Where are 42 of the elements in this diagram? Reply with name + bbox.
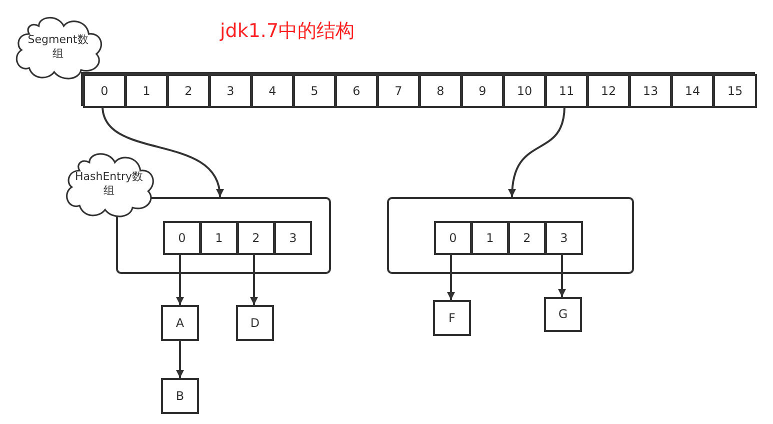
array-cell: 3 (209, 74, 252, 108)
array-cell: 0 (83, 74, 126, 108)
node-text: Segment数组 (26, 33, 90, 61)
arrow (447, 253, 455, 300)
arrow (176, 341, 184, 378)
array-cell: 6 (335, 74, 378, 108)
array-cell: 3 (545, 221, 583, 255)
array-cell: 3 (274, 221, 312, 255)
arrow (250, 253, 258, 305)
arrow (176, 253, 184, 305)
array-cell: 0 (434, 221, 472, 255)
arrow (558, 253, 566, 297)
array-cell: 8 (419, 74, 462, 108)
array-cell: 10 (503, 74, 546, 108)
container-box (387, 197, 634, 274)
arrow (102, 106, 223, 198)
array-cell: 13 (629, 74, 672, 108)
array-cell: 11 (545, 74, 588, 108)
arrow (508, 106, 566, 198)
entry-box: G (544, 297, 582, 332)
node-text: HashEntry数组 (74, 170, 144, 198)
array-cell: 1 (125, 74, 168, 108)
array-cell: 15 (713, 74, 757, 108)
array-cell: 2 (167, 74, 210, 108)
container-box (116, 197, 331, 274)
entry-box: A (161, 305, 199, 341)
entry-box: D (236, 305, 274, 341)
array-cell: 2 (237, 221, 275, 255)
title: jdk1.7中的结构 (220, 19, 355, 44)
entry-box: F (433, 300, 471, 336)
array-cell: 14 (671, 74, 714, 108)
array-cell: 1 (200, 221, 238, 255)
array-cell: 0 (163, 221, 201, 255)
array-cell: 9 (461, 74, 504, 108)
array-cell: 1 (471, 221, 509, 255)
array-cell: 4 (251, 74, 294, 108)
entry-box: B (161, 378, 199, 414)
array-bar (81, 72, 755, 106)
array-cell: 5 (293, 74, 336, 108)
array-cell: 12 (587, 74, 630, 108)
array-cell: 2 (508, 221, 546, 255)
array-cell: 7 (377, 74, 420, 108)
